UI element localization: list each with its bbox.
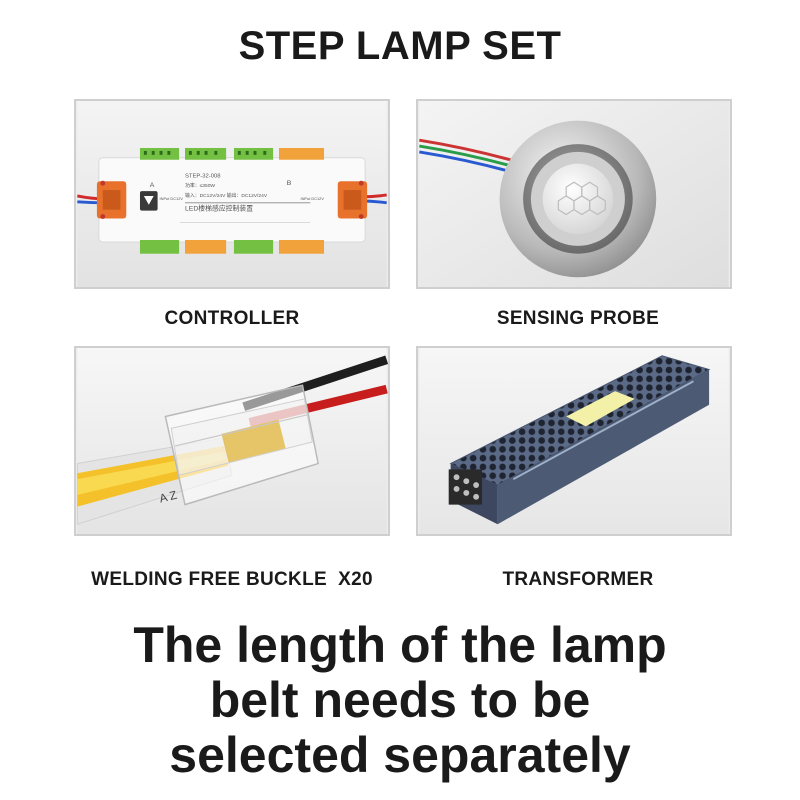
- buckle-image: A Z: [74, 346, 390, 536]
- bottom-notice-line-2: belt needs to be: [209, 672, 591, 728]
- controller-channel-b: B: [287, 180, 292, 187]
- bottom-notice-line-3: selected separately: [169, 727, 631, 783]
- page-title: STEP LAMP SET: [238, 24, 562, 68]
- controller-io-line: 输入：DC12V/24V 输出：DC12V/24V: [185, 192, 268, 199]
- caption-sensing-probe: SENSING PROBE: [496, 308, 660, 329]
- controller-image: A B STEP-32-008 功率：≤350W 输入：DC12V/24V 输出…: [74, 99, 390, 289]
- caption-transformer: TRANSFORMER: [502, 569, 654, 590]
- caption-controller: CONTROLLER: [164, 308, 300, 329]
- transformer-image: [416, 346, 732, 536]
- controller-power-line: 功率：≤350W: [185, 182, 215, 189]
- bottom-notice-line-1: The length of the lamp: [133, 617, 667, 673]
- controller-channel-a: A: [150, 182, 155, 189]
- caption-buckle: WELDING FREE BUCKLE X20: [91, 569, 373, 590]
- controller-input-b: INPut DC12V: [301, 196, 325, 201]
- controller-name-line: LED楼梯感应控制装置: [185, 204, 253, 213]
- sensing-probe-image: [416, 99, 732, 289]
- bottom-notice: The length of the lamp belt needs to be …: [0, 618, 800, 783]
- controller-model: STEP-32-008: [185, 173, 220, 179]
- svg-text:A Z: A Z: [158, 489, 178, 506]
- controller-input-a: INPut DC12V: [160, 196, 184, 201]
